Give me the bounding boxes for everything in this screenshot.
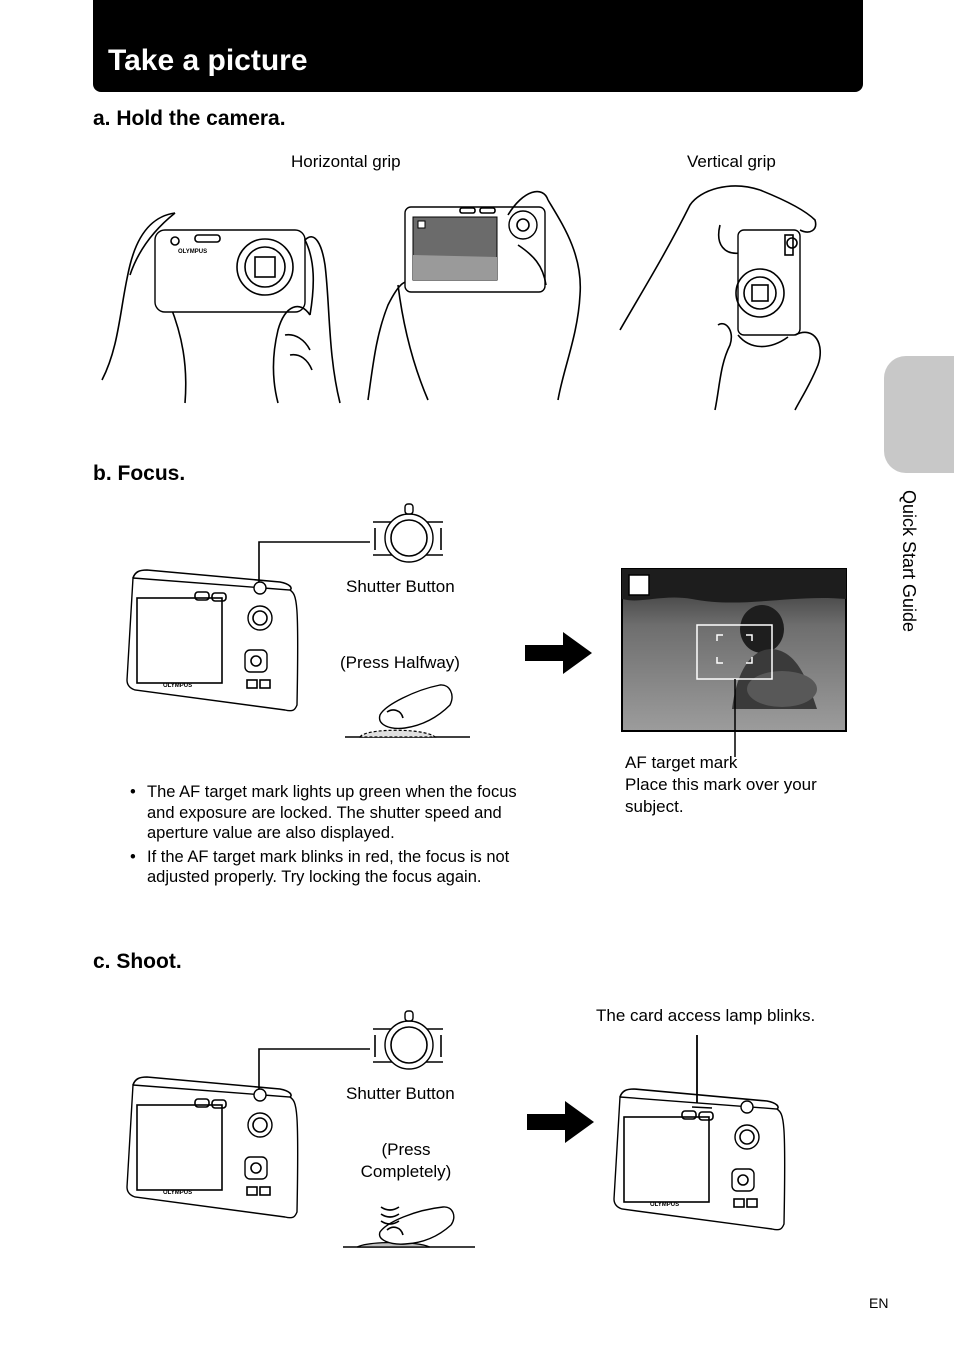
- hand-icon: [345, 684, 470, 738]
- side-tab-label: Quick Start Guide: [899, 490, 919, 633]
- brand-logo: OLYMPUS: [650, 1202, 679, 1208]
- horizontal-grip-back-illustration: [367, 190, 582, 401]
- side-tab: [884, 356, 954, 473]
- section-a-heading: a. Hold the camera.: [93, 107, 286, 130]
- vertical-grip-label: Vertical grip: [687, 152, 776, 171]
- horizontal-grip-label: Horizontal grip: [291, 152, 401, 171]
- focus-notes-list: The AF target mark lights up green when …: [128, 782, 518, 891]
- list-item: The AF target mark lights up green when …: [128, 782, 518, 844]
- shoot-shutter-label: Shutter Button: [346, 1084, 455, 1103]
- section-b-heading: b. Focus.: [93, 462, 186, 485]
- brand-logo: OLYMPUS: [178, 249, 207, 255]
- brand-logo: OLYMPUS: [163, 683, 192, 689]
- hand-icon: [343, 1206, 475, 1248]
- press-halfway-label: (Press Halfway): [340, 653, 460, 672]
- right-arrow-icon: [525, 632, 592, 674]
- section-c-heading: c. Shoot.: [93, 950, 182, 973]
- brand-logo: OLYMPUS: [163, 1190, 192, 1196]
- card-access-lamp-label: The card access lamp blinks.: [596, 1006, 816, 1025]
- page-title: Take a picture: [108, 44, 308, 77]
- focus-shutter-illustration: OLYMPUS: [126, 503, 470, 738]
- shutter-dial-icon: [373, 1010, 443, 1070]
- shoot-shutter-illustration: OLYMPUS: [126, 1010, 475, 1248]
- af-instruction-line2: subject.: [625, 797, 684, 816]
- press-completely-line2: Completely): [360, 1162, 452, 1181]
- right-arrow-icon: [527, 1101, 594, 1143]
- shutter-dial-icon: [373, 503, 443, 563]
- camera-icon: [154, 229, 306, 313]
- af-target-mark-label: AF target mark: [625, 753, 738, 772]
- af-preview-screen: [621, 568, 847, 757]
- language-code: EN: [869, 1295, 889, 1311]
- title-bar: [93, 0, 863, 92]
- card-lamp-camera-illustration: OLYMPUS: [613, 1035, 786, 1231]
- focus-shutter-label: Shutter Button: [346, 577, 455, 596]
- card-access-lamp: [691, 1106, 713, 1109]
- press-completely-line1: (Press: [381, 1140, 431, 1159]
- list-item: If the AF target mark blinks in red, the…: [128, 847, 518, 888]
- vertical-grip-illustration: [619, 185, 822, 411]
- af-instruction-line1: Place this mark over your: [625, 775, 817, 794]
- af-target-mark-icon: [716, 634, 753, 664]
- horizontal-grip-front-illustration: OLYMPUS: [101, 212, 341, 404]
